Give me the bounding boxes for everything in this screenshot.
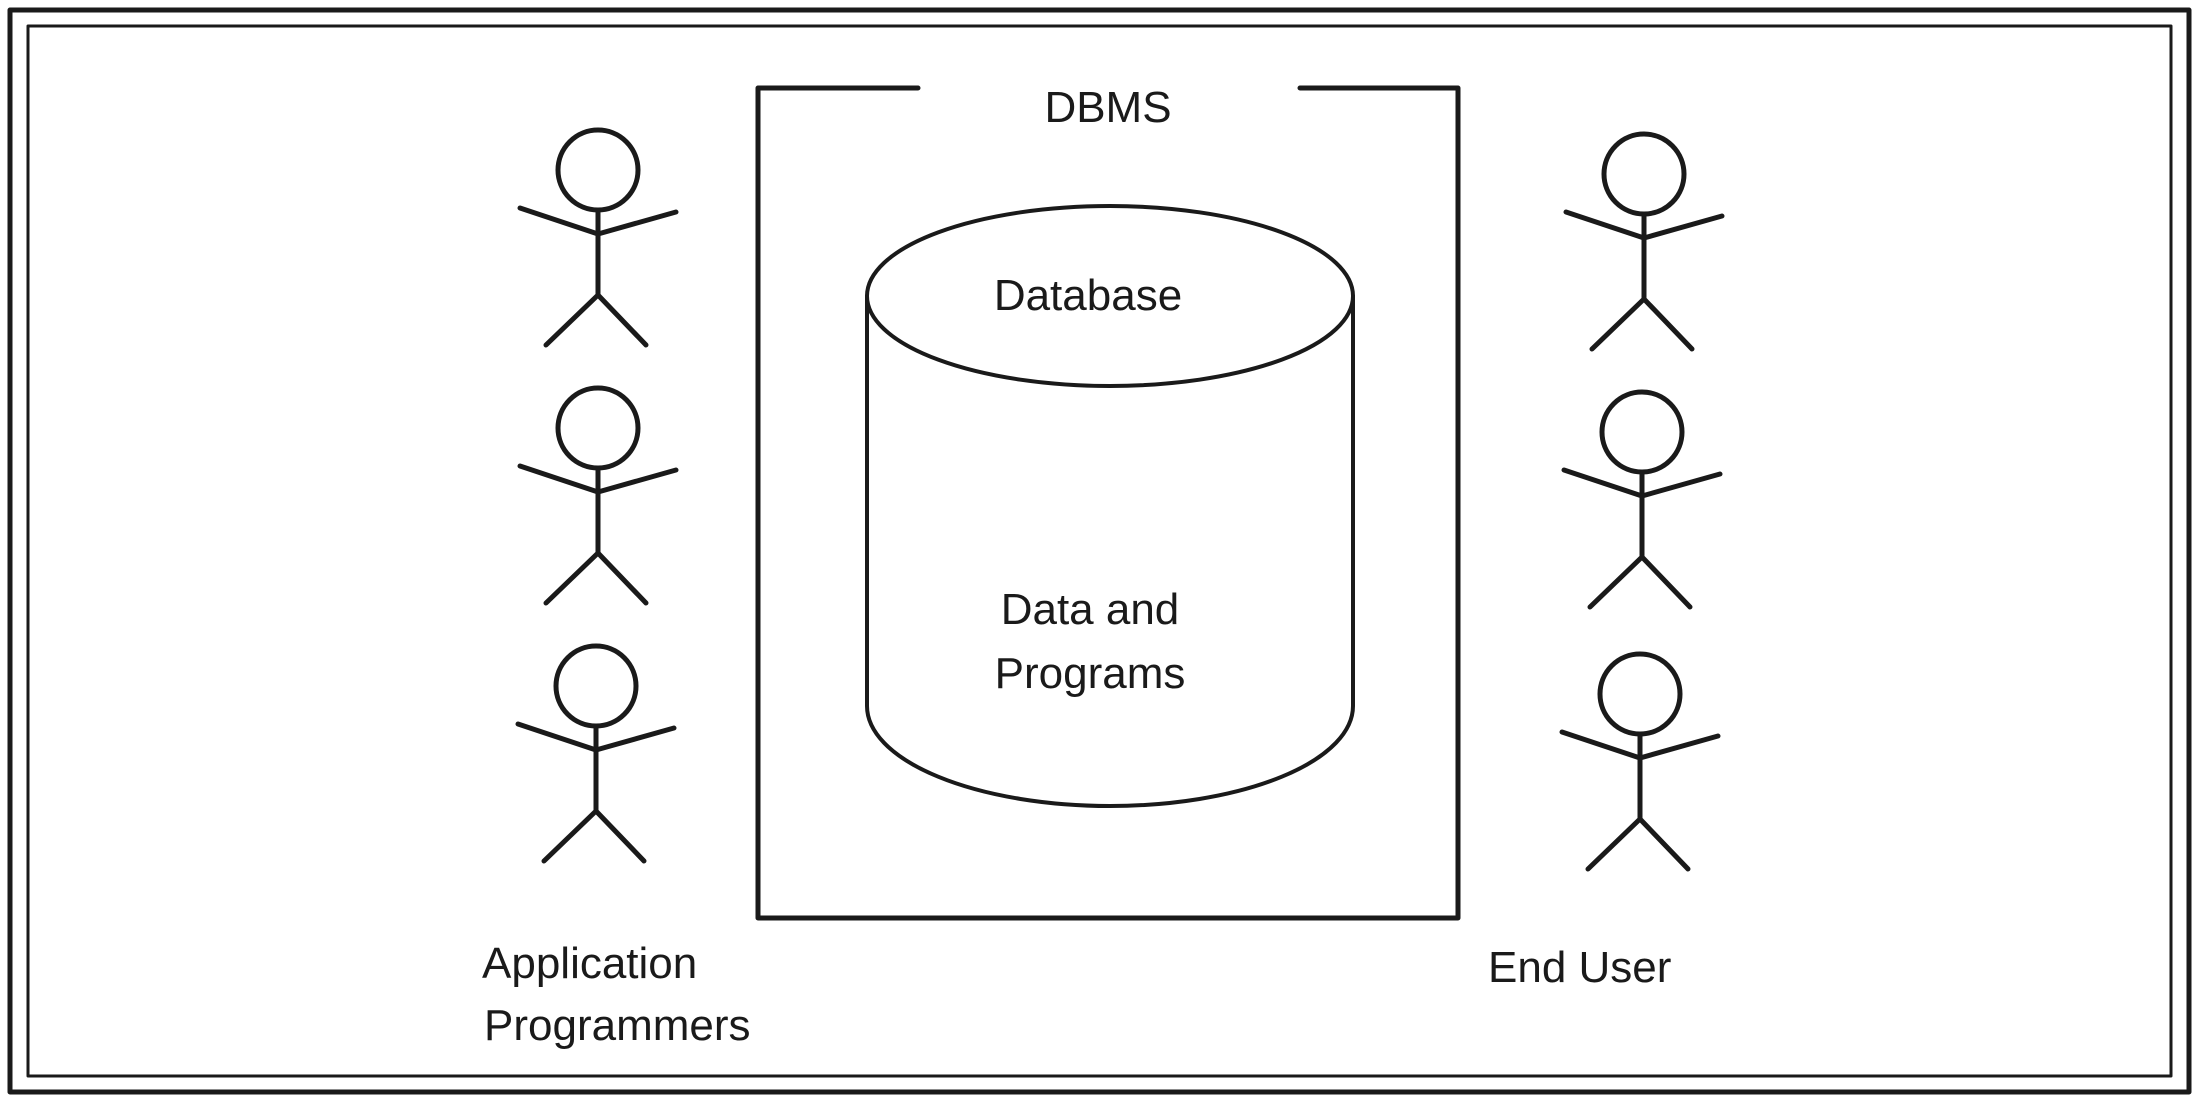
application-programmers-label-line1: Application [482, 939, 697, 988]
database-contents-line1: Data and [1001, 585, 1180, 634]
database-label: Database [994, 271, 1182, 320]
end-user-group [1559, 131, 1725, 872]
stick-figure-icon [517, 385, 679, 606]
dbms-box [755, 85, 1461, 921]
inner-frame [26, 24, 2173, 1078]
database-contents-line2: Programs [995, 649, 1186, 698]
stick-figure-icon [517, 127, 679, 348]
stick-figure-icon [1561, 389, 1723, 610]
dbms-label: DBMS [1044, 83, 1171, 132]
stick-figure-icon [515, 643, 677, 864]
outer-frame [7, 7, 2192, 1095]
application-programmers-label-line2: Programmers [484, 1001, 751, 1050]
stick-figure-icon [1563, 131, 1725, 352]
stick-figure-icon [1559, 651, 1721, 872]
database-cylinder [865, 204, 1355, 808]
application-programmers-group [515, 127, 679, 864]
end-user-label: End User [1488, 943, 1671, 992]
